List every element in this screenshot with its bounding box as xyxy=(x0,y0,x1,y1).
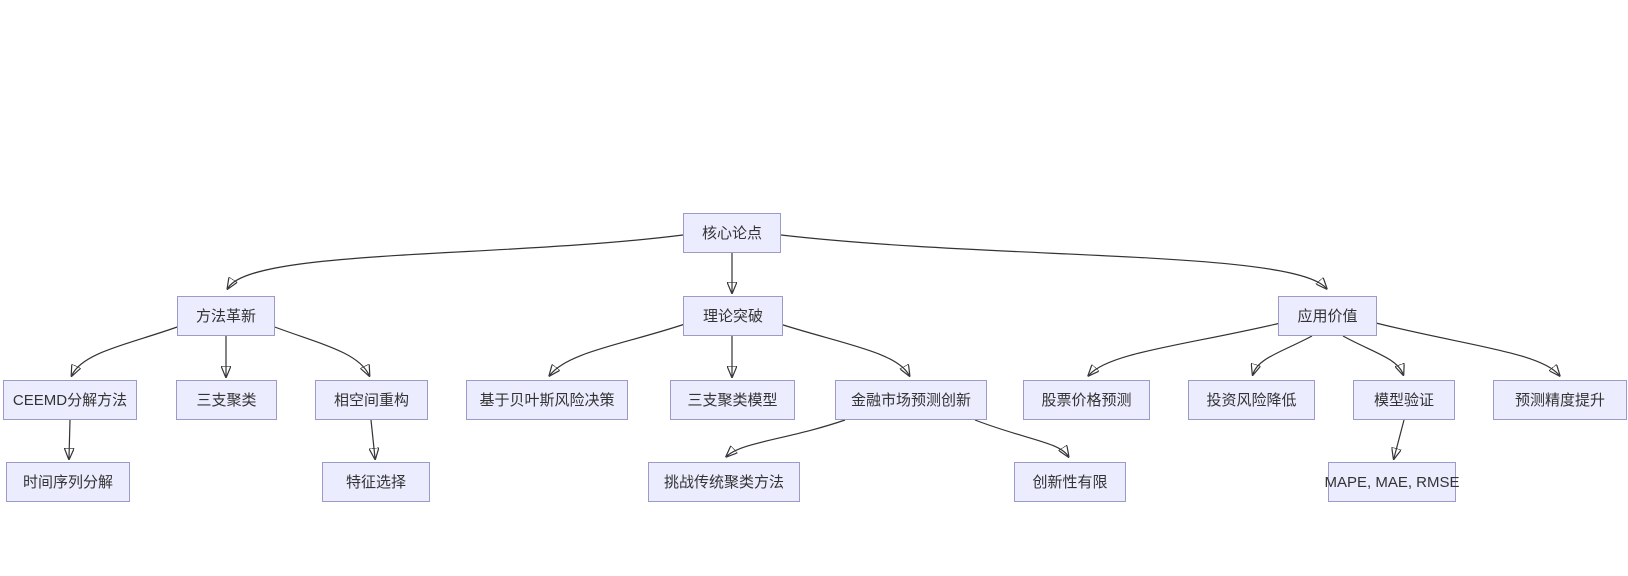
node-three-way-clustering-model: 三支聚类模型 xyxy=(670,380,795,420)
node-challenge-traditional-clustering: 挑战传统聚类方法 xyxy=(648,462,800,502)
node-evaluation-metrics: MAPE, MAE, RMSE xyxy=(1324,462,1460,502)
edge-application-stock xyxy=(1089,321,1286,375)
edge-application-validation xyxy=(1342,335,1403,374)
node-financial-market-forecast-innovation: 金融市场预测创新 xyxy=(835,380,987,420)
edge-validation-metrics xyxy=(1394,419,1405,458)
node-investment-risk-reduction: 投资风险降低 xyxy=(1188,380,1315,420)
edge-finmarket-challenge xyxy=(727,419,846,456)
edge-application-risk xyxy=(1253,335,1313,374)
edge-method-ceemd xyxy=(72,325,181,375)
edge-phase-feature xyxy=(371,419,375,458)
edge-ceemd-tsdecomp xyxy=(69,419,70,458)
edge-application-accuracy xyxy=(1371,321,1559,375)
node-stock-price-prediction: 股票价格预测 xyxy=(1023,380,1150,420)
edge-core-application xyxy=(780,234,1326,288)
node-feature-selection: 特征选择 xyxy=(322,462,430,502)
edge-finmarket-limited xyxy=(974,419,1068,456)
node-model-validation: 模型验证 xyxy=(1353,380,1455,420)
edge-method-phase xyxy=(271,325,369,375)
edge-theory-bayes xyxy=(550,323,686,375)
node-forecast-accuracy-improvement: 预测精度提升 xyxy=(1493,380,1627,420)
node-method-innovation: 方法革新 xyxy=(177,296,275,336)
node-bayesian-risk-decision: 基于贝叶斯风险决策 xyxy=(466,380,628,420)
edge-core-method xyxy=(228,234,684,288)
node-ceemd-decomposition: CEEMD分解方法 xyxy=(3,380,137,420)
node-phase-space-reconstruction: 相空间重构 xyxy=(315,380,428,420)
node-three-way-clustering: 三支聚类 xyxy=(176,380,277,420)
node-limited-novelty: 创新性有限 xyxy=(1014,462,1126,502)
node-theory-breakthrough: 理论突破 xyxy=(683,296,783,336)
node-time-series-decomposition: 时间序列分解 xyxy=(6,462,130,502)
node-application-value: 应用价值 xyxy=(1278,296,1377,336)
node-core-thesis: 核心论点 xyxy=(683,213,781,253)
edge-theory-finmarket xyxy=(779,323,909,375)
